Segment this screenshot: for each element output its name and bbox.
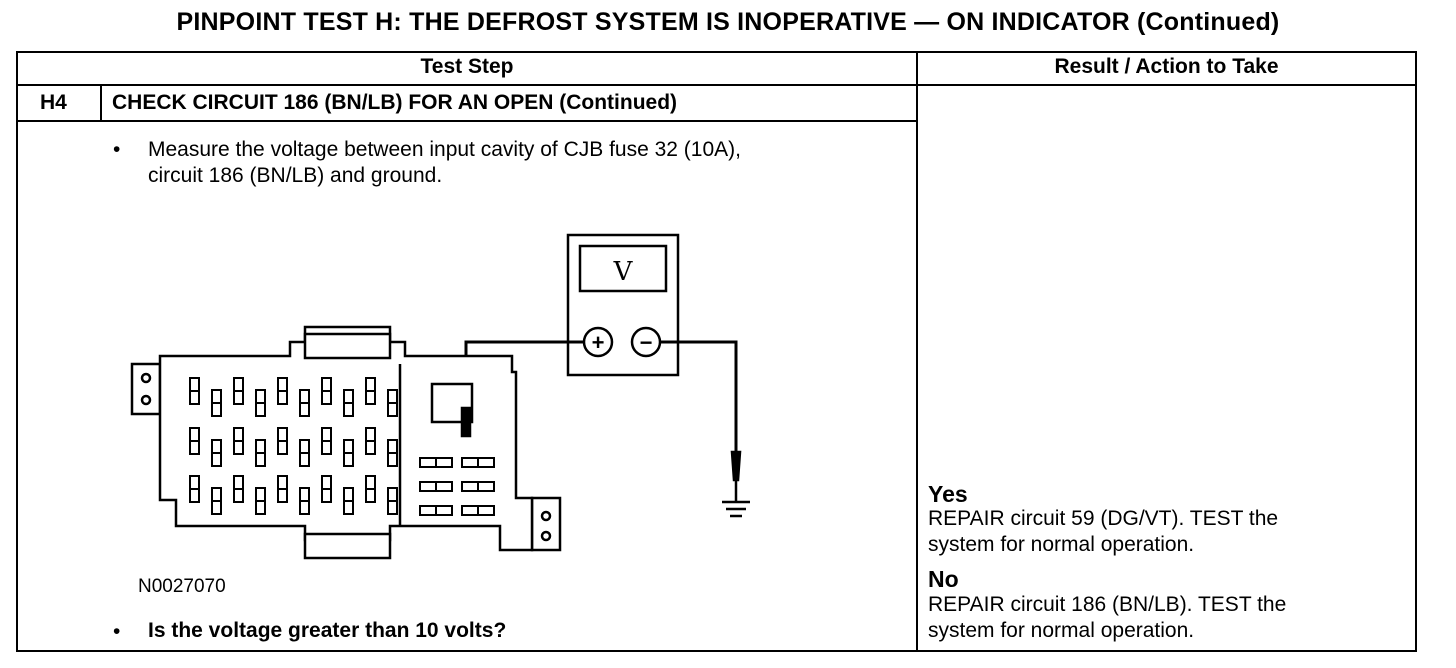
instruction-line-1: Measure the voltage between input cavity… bbox=[148, 138, 741, 161]
step-id-divider bbox=[100, 84, 102, 121]
positive-probe bbox=[460, 406, 472, 438]
result-no-label: No bbox=[928, 566, 959, 592]
step-id: H4 bbox=[40, 91, 67, 114]
cjb-voltage-diagram: V + − bbox=[130, 233, 750, 560]
result-no-line-2: system for normal operation. bbox=[928, 619, 1195, 642]
result-no-line-1: REPAIR circuit 186 (BN/LB). TEST the bbox=[928, 593, 1287, 616]
instruction-line-2: circuit 186 (BN/LB) and ground. bbox=[148, 164, 443, 187]
step-title-divider bbox=[16, 120, 917, 122]
cjb-left-tab bbox=[130, 362, 162, 416]
bottom-connector bbox=[303, 532, 392, 560]
result-yes-label: Yes bbox=[928, 481, 968, 507]
figure-id: N0027070 bbox=[138, 576, 226, 597]
top-connector bbox=[303, 332, 392, 360]
negative-lead bbox=[660, 340, 738, 452]
mini-fuse-grid bbox=[419, 457, 495, 516]
fuse-grid bbox=[189, 377, 398, 515]
mount-hole-right-bottom bbox=[540, 530, 552, 542]
column-divider bbox=[916, 51, 918, 652]
result-yes-line-1: REPAIR circuit 59 (DG/VT). TEST the bbox=[928, 507, 1279, 530]
ground-symbol bbox=[722, 480, 750, 518]
meter-display-symbol: V bbox=[613, 257, 634, 287]
result-yes-line-2: system for normal operation. bbox=[928, 533, 1195, 556]
mount-hole-left-top bbox=[140, 372, 152, 384]
mount-hole-left-bottom bbox=[140, 394, 152, 406]
step-title: CHECK CIRCUIT 186 (BN/LB) FOR AN OPEN (C… bbox=[112, 91, 678, 114]
question-bullet: • bbox=[113, 620, 121, 643]
bullet-marker: • bbox=[113, 138, 121, 161]
header-divider bbox=[16, 84, 1417, 86]
header-result: Result / Action to Take bbox=[1054, 55, 1279, 78]
test-table bbox=[16, 51, 1417, 652]
minus-symbol: − bbox=[640, 330, 653, 355]
page-title: PINPOINT TEST H: THE DEFROST SYSTEM IS I… bbox=[176, 8, 1280, 36]
negative-probe bbox=[730, 450, 742, 482]
multimeter-display bbox=[578, 244, 668, 293]
plus-symbol: + bbox=[592, 330, 605, 355]
cjb-fuse-box bbox=[130, 325, 562, 560]
header-test-step: Test Step bbox=[420, 55, 514, 78]
cjb-right-tab bbox=[530, 496, 562, 552]
test-question: Is the voltage greater than 10 volts? bbox=[148, 619, 507, 642]
mount-hole-right-top bbox=[540, 510, 552, 522]
